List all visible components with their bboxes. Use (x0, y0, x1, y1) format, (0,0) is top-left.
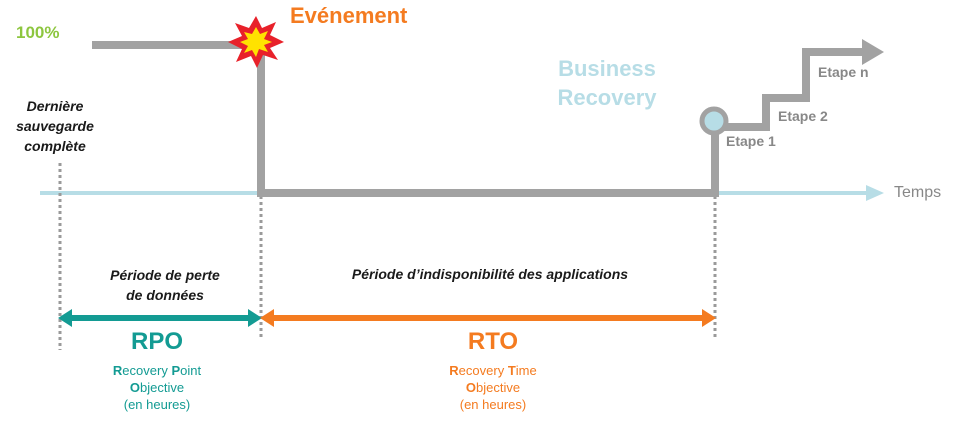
rpo-description: Recovery Point Objective (en heures) (87, 362, 227, 413)
rpo-title: RPO (130, 328, 183, 355)
last-backup-line-2: sauvegarde (16, 118, 94, 134)
percent-label: 100% (16, 23, 60, 42)
step-1-circle (699, 106, 729, 136)
explosion-icon (228, 16, 284, 68)
time-axis-arrowhead (866, 185, 884, 201)
last-backup-line-3: complète (24, 138, 86, 154)
recovery-staircase (715, 48, 866, 131)
rto-desc-line-2: Objective (465, 380, 521, 395)
rpo-desc-line-3: (en heures) (123, 397, 191, 412)
business-line-2: Recovery (557, 85, 657, 110)
data-loss-line-2: de données (126, 287, 204, 303)
last-backup-line-1: Dernière (26, 98, 84, 114)
rto-description: Recovery Time Objective (en heures) (423, 362, 563, 413)
rto-arrowhead-right (702, 309, 716, 327)
business-recovery-label: Business Recovery (536, 54, 678, 112)
rpo-desc-line-2: Objective (129, 380, 185, 395)
rpo-desc-line-1: Recovery Point (112, 363, 202, 378)
rpo-arrowhead-right (248, 309, 262, 327)
last-backup-label: Dernière sauvegarde complète (0, 96, 110, 156)
rto-desc-line-1: Recovery Time (449, 363, 537, 378)
event-label: Evénement (290, 3, 408, 28)
rto-title: RTO (467, 328, 519, 355)
rto-desc-line-3: (en heures) (459, 397, 527, 412)
rpo-arrowhead-left (58, 309, 72, 327)
availability-line (92, 41, 719, 197)
data-loss-label: Période de perte de données (90, 265, 240, 305)
step-n-label: Etape n (818, 64, 869, 80)
data-loss-line-1: Période de perte (110, 267, 220, 283)
step-1-label: Etape 1 (726, 133, 776, 149)
step-2-label: Etape 2 (778, 108, 828, 124)
time-axis-label: Temps (894, 184, 942, 201)
rto-arrowhead-left (260, 309, 274, 327)
business-line-1: Business (558, 56, 656, 81)
staircase-arrowhead (862, 39, 884, 65)
unavailability-label: Période d’indisponibilité des applicatio… (351, 266, 629, 282)
